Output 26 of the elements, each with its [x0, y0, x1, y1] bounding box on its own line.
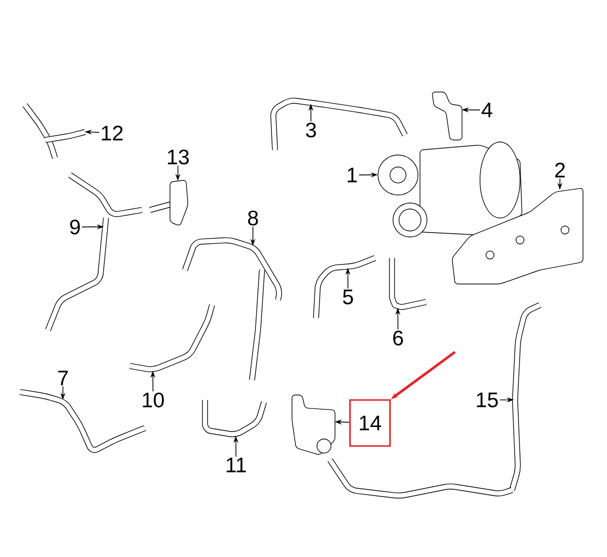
hose-drawing: [509, 302, 542, 491]
turbocharger-drawing: [378, 142, 522, 238]
hose-drawing: [182, 237, 282, 380]
callout-number: 6: [393, 330, 403, 346]
heat-shield-drawing: [452, 188, 584, 284]
callout-number: 12: [102, 126, 123, 140]
callout-number: 2: [555, 162, 565, 178]
callout-number: 10: [142, 392, 164, 408]
hose-drawing: [313, 255, 376, 318]
valve-drawing: [292, 394, 336, 455]
highlight-box: 14: [349, 399, 391, 447]
callout-number: 13: [168, 150, 189, 164]
callout-number: 4: [482, 102, 492, 118]
callout-number: 15: [476, 392, 498, 408]
pipe-drawing: [270, 98, 408, 150]
callout-number: 8: [248, 210, 258, 226]
pipe-drawing: [22, 103, 86, 159]
callout-number: 7: [58, 370, 68, 386]
bracket-drawing: [432, 92, 462, 140]
housing-drawing: [149, 180, 188, 226]
pipe-drawing: [389, 258, 427, 310]
callout-number: 1: [348, 168, 357, 182]
pipe-drawing: [202, 400, 267, 438]
pipe-drawing: [130, 304, 215, 372]
callout-number: 11: [226, 458, 246, 472]
pipe-drawing: [45, 172, 142, 332]
